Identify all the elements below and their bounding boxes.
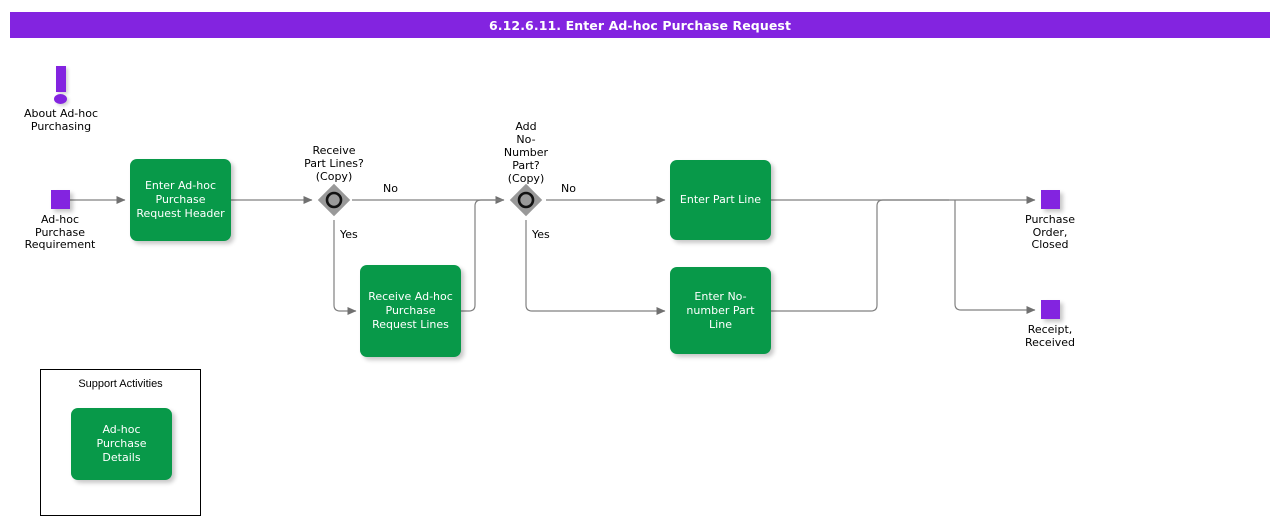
exclamation-dot (54, 94, 67, 104)
gateway-add-no-number-part-copy[interactable]: Add No- Number Part? (Copy) (504, 120, 548, 217)
edge-label-gw2-no: No (561, 182, 576, 195)
activity-label: Receive Ad-hoc Purchase Request Lines (368, 290, 453, 331)
edge-label-gw1-yes: Yes (340, 228, 358, 241)
note-label: About Ad-hoc Purchasing (23, 107, 99, 133)
activity-label: Enter No- number Part Line (686, 289, 755, 331)
terminator-label: Purchase Order, Closed (1025, 213, 1075, 251)
group-support-activities: Support Activities Ad-hoc Purchase Detai… (40, 369, 201, 516)
exclamation-mark-icon (50, 66, 72, 106)
terminator-label: Ad-hoc Purchase Requirement (24, 213, 96, 251)
edge-label-gw2-yes: Yes (532, 228, 550, 241)
activity-enter-no-number-part-line[interactable]: Enter No- number Part Line (670, 267, 771, 354)
edge-label-gw1-no: No (383, 182, 398, 195)
end-node-receipt-received[interactable]: Receipt, Received (995, 300, 1105, 349)
edge-nonumber-line-to-trunk (771, 199, 949, 312)
activity-receive-adhoc-purchase-request-lines[interactable]: Receive Ad-hoc Purchase Request Lines (360, 265, 461, 357)
activity-enter-part-line[interactable]: Enter Part Line (670, 160, 771, 240)
activity-enter-adhoc-purchase-request-header[interactable]: Enter Ad-hoc Purchase Request Header (130, 159, 231, 241)
gateway-receive-part-lines-copy[interactable]: Receive Part Lines? (Copy) (304, 144, 364, 217)
note-about-adhoc-purchasing[interactable]: About Ad-hoc Purchasing (0, 66, 126, 133)
activity-label: Enter Part Line (679, 193, 762, 206)
terminator-square (1040, 190, 1060, 209)
activity-adhoc-purchase-details[interactable]: Ad-hoc Purchase Details (71, 408, 172, 480)
terminator-label: Receipt, Received (1024, 323, 1076, 349)
gateway-label: Add No- Number Part? (Copy) (503, 120, 549, 185)
gateway-diamond-icon (317, 183, 351, 217)
gateway-label: Receive Part Lines? (Copy) (304, 144, 364, 183)
page-title: 6.12.6.11. Enter Ad-hoc Purchase Request (488, 17, 792, 33)
end-node-purchase-order-closed[interactable]: Purchase Order, Closed (995, 190, 1105, 252)
gateway-diamond-icon (509, 183, 543, 217)
edge-receive-lines-merge (461, 199, 504, 312)
terminator-square (50, 190, 70, 209)
group-title: Support Activities (78, 378, 163, 390)
window-title-bar: 6.12.6.11. Enter Ad-hoc Purchase Request (10, 12, 1270, 38)
activity-label: Enter Ad-hoc Purchase Request Header (136, 179, 225, 220)
start-node-adhoc-purchase-requirement[interactable]: Ad-hoc Purchase Requirement (5, 190, 115, 252)
terminator-square (1040, 300, 1060, 319)
exclamation-bar (56, 66, 66, 92)
activity-label: Ad-hoc Purchase Details (96, 423, 147, 464)
